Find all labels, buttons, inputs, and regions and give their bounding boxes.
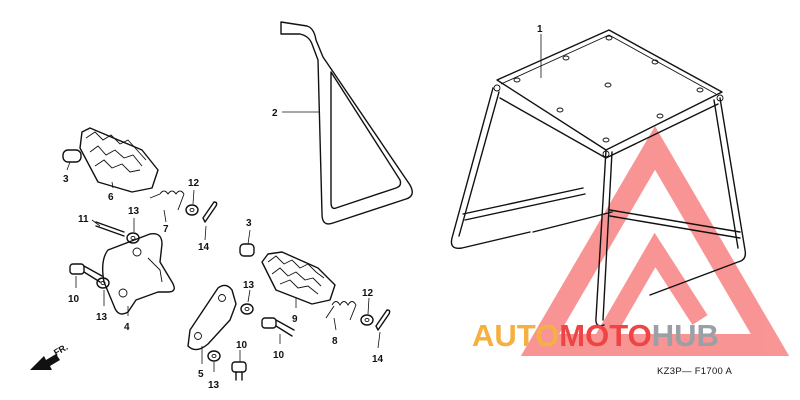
callout-13d: 13 [208,380,220,391]
callout-12b: 12 [362,288,374,299]
callout-3b: 3 [246,218,252,229]
callout-8: 8 [332,336,338,347]
washer-upper [185,204,199,216]
spring-8 [325,301,357,321]
pin-10-left [69,263,110,289]
callout-1: 1 [537,24,543,35]
front-direction-arrow [30,354,60,370]
callouts: 1 2 3 6 12 7 14 11 13 10 13 4 3 13 9 10 … [63,24,543,391]
watermark: AUTOMOTOHUB [472,318,719,353]
callout-10a: 10 [68,294,80,305]
callout-3a: 3 [63,174,69,185]
washer-lower [360,314,374,326]
callout-12a: 12 [188,178,200,189]
watermark-text-hub: HUB [652,318,719,353]
callout-7: 7 [163,224,169,235]
watermark-text-auto: AUTO [472,318,559,353]
watermark-logo [520,126,790,356]
cotter-pin-upper [202,201,218,223]
callout-4: 4 [124,322,130,333]
pin-10-lower [207,350,247,381]
callout-14a: 14 [198,242,210,253]
callout-14b: 14 [372,354,384,365]
stand-bar [280,21,413,225]
svg-text:AUTOMOTOHUB: AUTOMOTOHUB [472,318,719,353]
drawing-code: KZ3P— F1700 A [657,366,733,377]
callout-5: 5 [198,369,204,380]
callout-2: 2 [272,108,278,119]
callout-9: 9 [292,314,298,325]
cotter-pin-lower [375,309,391,331]
callout-11: 11 [78,214,89,225]
pin-10-middle [240,303,295,337]
callout-10b: 10 [273,350,285,361]
box-stand [450,29,747,327]
callout-6: 6 [108,192,114,203]
leader-lines [66,34,542,372]
footpeg-right [239,243,336,305]
footpeg-left [62,127,185,211]
callout-13b: 13 [96,312,108,323]
callout-13a: 13 [128,206,140,217]
callout-10c: 10 [236,340,248,351]
bracket-5 [187,284,237,351]
front-direction-label: FR. [52,342,70,358]
bracket-4 [101,233,175,315]
bolt-11 [95,221,140,244]
callout-13c: 13 [243,280,255,291]
watermark-text-moto: MOTO [559,318,651,353]
